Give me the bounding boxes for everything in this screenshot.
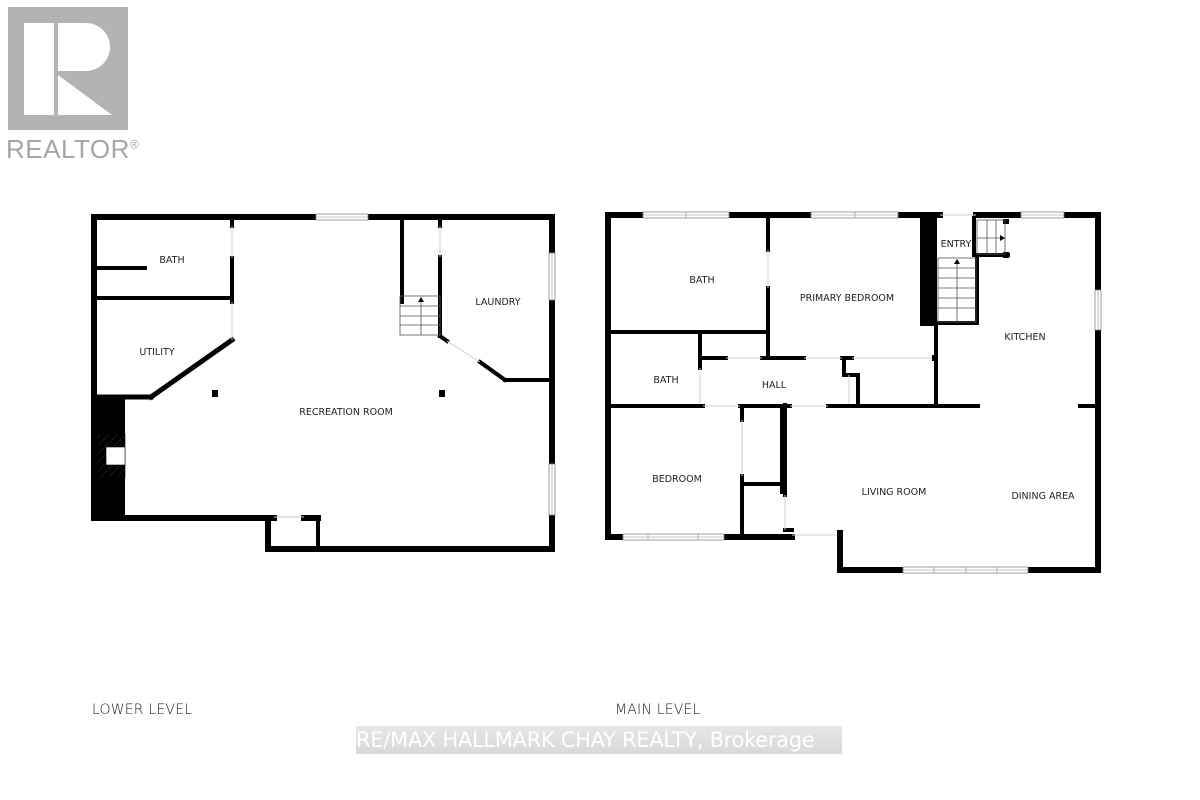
room-label-bath-2: BATH <box>653 375 678 386</box>
realtor-wordmark: REALTOR® <box>6 134 140 164</box>
room-label-laundry: LAUNDRY <box>475 297 520 308</box>
room-label-bath-1: BATH <box>689 275 714 286</box>
room-label-entry: ENTRY <box>941 239 972 250</box>
room-label-primary-bedroom: PRIMARY BEDROOM <box>800 293 894 304</box>
main-level-details <box>622 211 1102 574</box>
lower-level-caption: LOWER LEVEL <box>92 702 193 718</box>
room-label-bedroom: BEDROOM <box>652 474 702 485</box>
room-label-dining-area: DINING AREA <box>1011 491 1075 502</box>
realtor-r-icon <box>8 7 128 130</box>
room-label-hall: HALL <box>762 380 787 391</box>
realtor-logo: REALTOR® <box>6 7 139 164</box>
brokerage-watermark: RE/MAX HALLMARK CHAY REALTY, Brokerage <box>356 726 842 754</box>
main-level-caption: MAIN LEVEL <box>615 702 701 718</box>
main-level-plan <box>605 212 1101 573</box>
room-label-living-room: LIVING ROOM <box>862 487 927 498</box>
room-label-recreation-room: RECREATION ROOM <box>299 407 393 418</box>
room-label-kitchen: KITCHEN <box>1004 332 1045 343</box>
room-label-utility: UTILITY <box>139 347 174 358</box>
lower-level-details <box>91 213 556 521</box>
room-label-lower-bath: BATH <box>159 255 184 266</box>
lower-level-plan <box>91 214 555 552</box>
